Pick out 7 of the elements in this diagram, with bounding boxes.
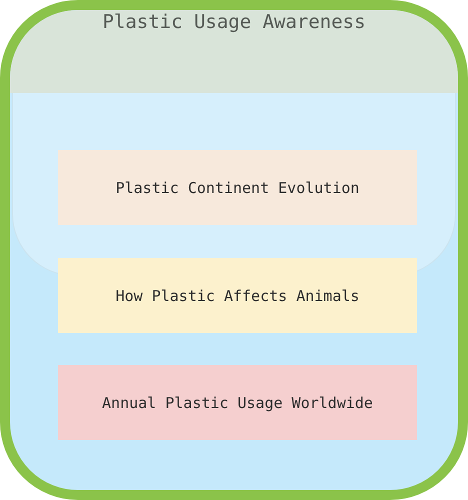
topic-box	[58, 365, 417, 440]
topic-box	[58, 150, 417, 225]
topic-label: How Plastic Affects Animals	[116, 286, 360, 304]
panel-title: Plastic Usage Awareness	[102, 11, 366, 33]
topic-label: Annual Plastic Usage Worldwide	[102, 394, 373, 412]
topic-box	[58, 258, 417, 333]
topic-label: Plastic Continent Evolution	[116, 178, 360, 196]
